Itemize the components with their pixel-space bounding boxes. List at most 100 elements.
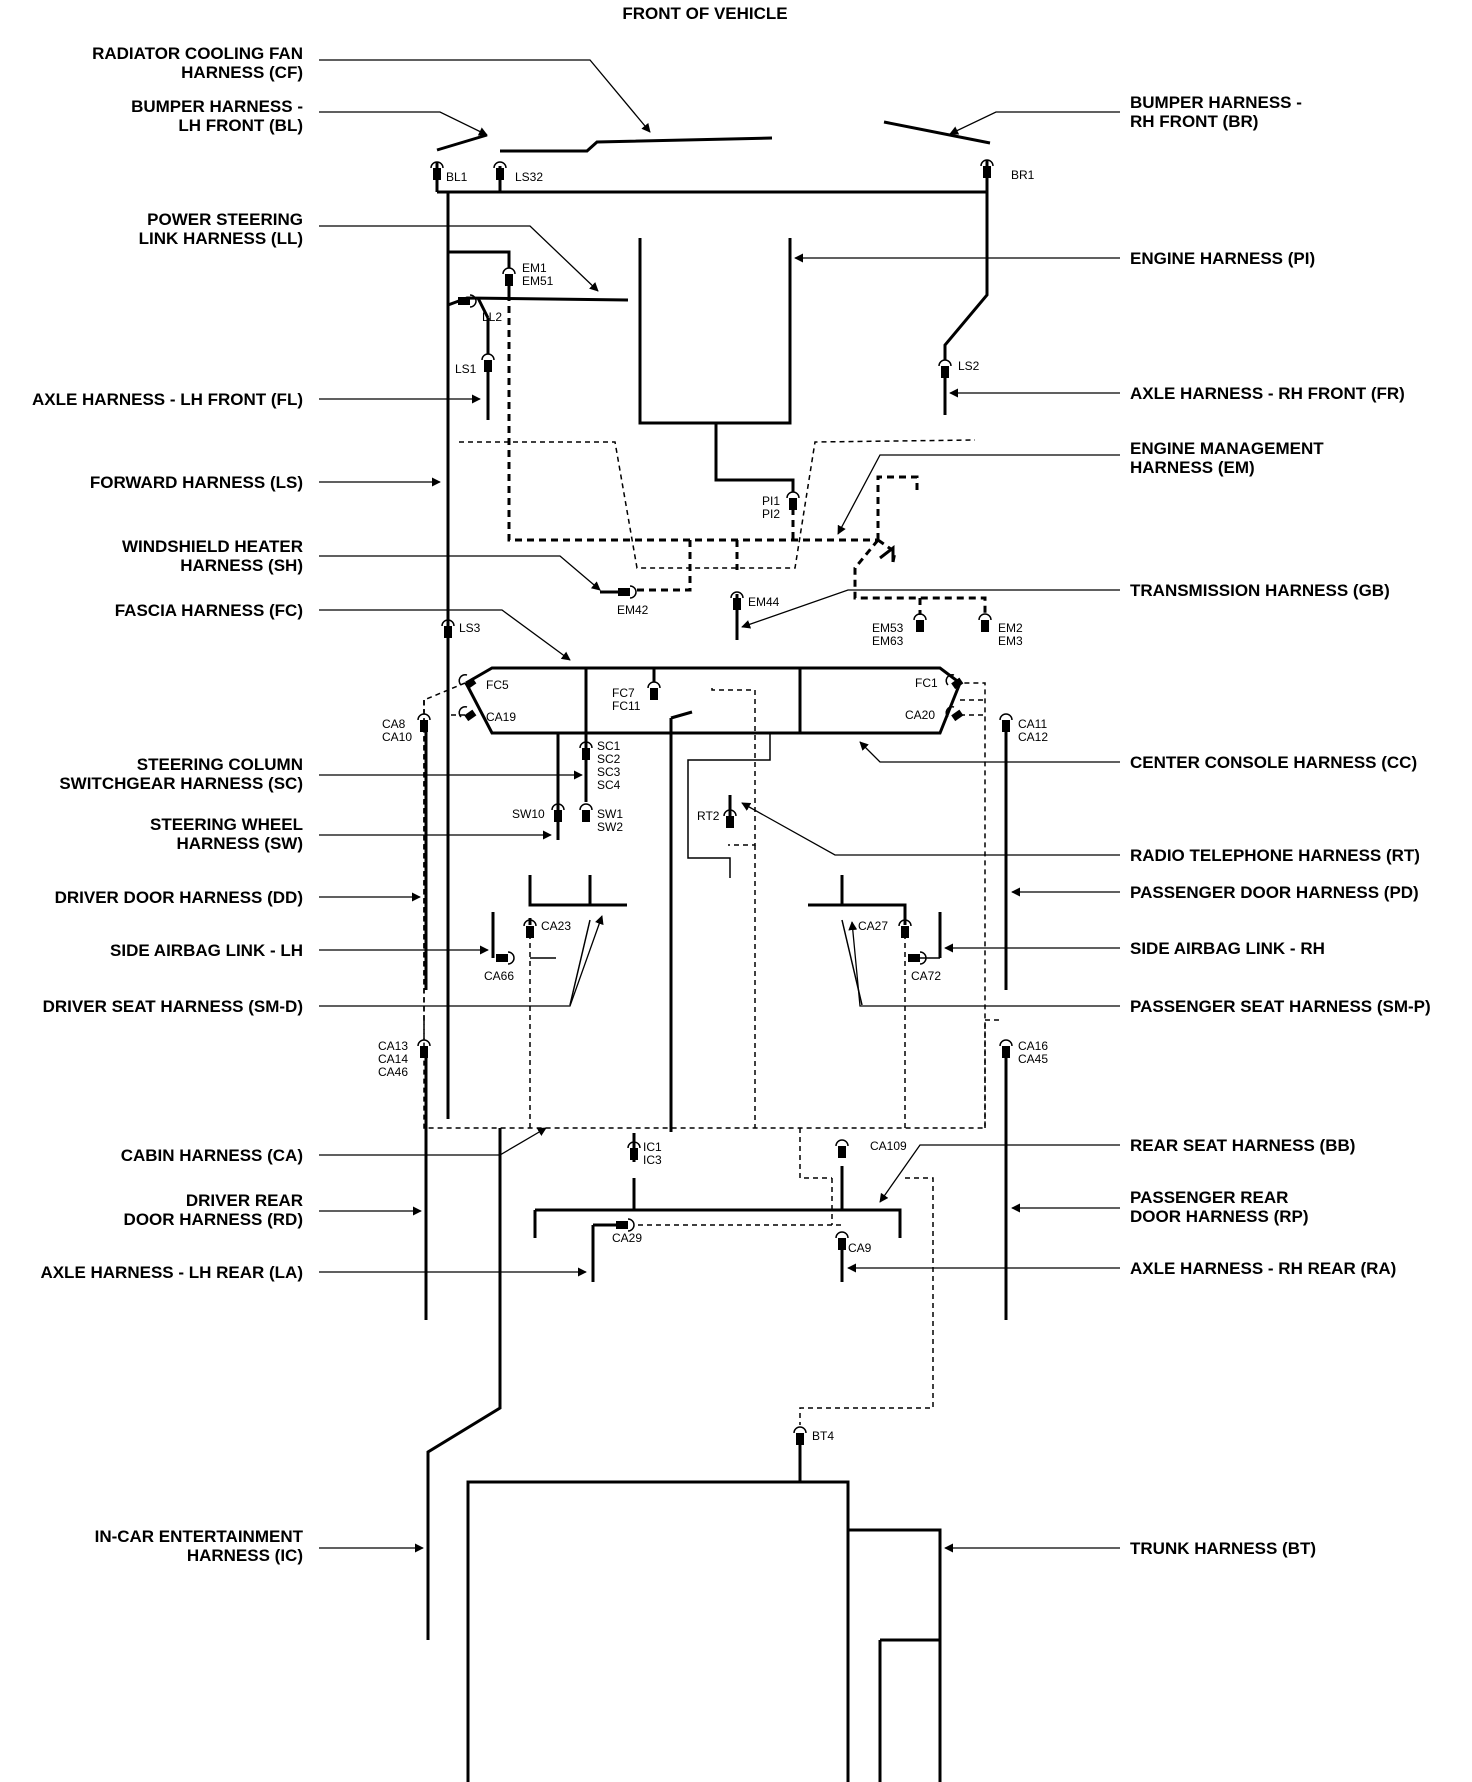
- label-driver-door-harness: DRIVER DOOR HARNESS (DD): [55, 888, 303, 907]
- connector-symbol-sw10: [551, 803, 565, 822]
- connector-symbol-sw1: [579, 803, 593, 822]
- front-of-vehicle-header: FRONT OF VEHICLE: [622, 4, 787, 23]
- connector-em42: EM42: [617, 603, 649, 617]
- connector-fc1: FC1: [915, 676, 938, 690]
- connector-br1: BR1: [1011, 168, 1035, 182]
- connector-symbol-ca16: [999, 1039, 1013, 1058]
- connector-rt2: RT2: [697, 809, 720, 823]
- connector-symbol-ca20: [945, 705, 964, 722]
- connector-symbol-rt2: [723, 809, 737, 828]
- label-side-airbag-link-rh: SIDE AIRBAG LINK - RH: [1130, 939, 1325, 958]
- connector-symbol-em53: [913, 613, 927, 632]
- label-axle-harness-lh-rear: AXLE HARNESS - LH REAR (LA): [40, 1263, 303, 1282]
- connector-symbol-ls2: [938, 359, 952, 378]
- connector-symbol-ca19: [458, 705, 477, 722]
- connector-symbol-ls1: [481, 353, 495, 372]
- label-bumper-harness-rh-front: BUMPER HARNESS -RH FRONT (BR): [1130, 93, 1302, 131]
- label-forward-harness: FORWARD HARNESS (LS): [90, 473, 303, 492]
- label-fascia-harness: FASCIA HARNESS (FC): [115, 601, 303, 620]
- label-cabin-harness: CABIN HARNESS (CA): [121, 1146, 303, 1165]
- connector-symbol-ca66: [496, 951, 515, 965]
- connector-sw10: SW10: [512, 807, 545, 821]
- connector-ls3: LS3: [459, 621, 481, 635]
- connector-bt4: BT4: [812, 1429, 834, 1443]
- connector-ca23: CA23: [541, 919, 571, 933]
- connector-symbol-ll2: [458, 294, 477, 308]
- label-axle-harness-rh-rear: AXLE HARNESS - RH REAR (RA): [1130, 1259, 1396, 1278]
- connector-symbol-ca29: [616, 1218, 635, 1232]
- connector-ca9: CA9: [848, 1241, 872, 1255]
- connector-symbol-em1: [502, 267, 516, 286]
- connector-symbol-fc7: [647, 681, 661, 700]
- connector-symbol-ca72: [908, 951, 927, 965]
- connector-symbol-ca9: [835, 1231, 849, 1250]
- label-driver-seat-harness: DRIVER SEAT HARNESS (SM-D): [43, 997, 303, 1016]
- connector-symbol-ca27: [898, 919, 912, 938]
- connector-symbol-ls32: [493, 161, 507, 180]
- label-trunk-harness: TRUNK HARNESS (BT): [1130, 1539, 1316, 1558]
- label-axle-harness-rh-front: AXLE HARNESS - RH FRONT (FR): [1130, 384, 1405, 403]
- connector-symbol-ca8: [417, 713, 431, 732]
- connector-symbol-em2: [978, 613, 992, 632]
- connector-symbol-ca13: [417, 1039, 431, 1058]
- connector-fc5: FC5: [486, 678, 509, 692]
- connector-ca66: CA66: [484, 969, 514, 983]
- label-side-airbag-link-lh: SIDE AIRBAG LINK - LH: [110, 941, 303, 960]
- harness-wiring: [319, 59, 1120, 1782]
- label-transmission-harness: TRANSMISSION HARNESS (GB): [1130, 581, 1390, 600]
- connector-symbol-br1: [980, 159, 994, 178]
- right-labels: BUMPER HARNESS -RH FRONT (BR) ENGINE HAR…: [1130, 93, 1431, 1558]
- label-rear-seat-harness: REAR SEAT HARNESS (BB): [1130, 1136, 1355, 1155]
- connector-ca72: CA72: [911, 969, 941, 983]
- connector-symbols: [417, 159, 1013, 1445]
- label-passenger-seat-harness: PASSENGER SEAT HARNESS (SM-P): [1130, 997, 1431, 1016]
- connector-symbol-bt4: [793, 1426, 807, 1445]
- label-radio-telephone-harness: RADIO TELEPHONE HARNESS (RT): [1130, 846, 1420, 865]
- connector-symbol-pi1: [786, 491, 800, 510]
- connector-symbol-bl1: [430, 161, 444, 180]
- label-passenger-door-harness: PASSENGER DOOR HARNESS (PD): [1130, 883, 1419, 902]
- connector-symbol-em44: [730, 591, 744, 610]
- label-axle-harness-lh-front: AXLE HARNESS - LH FRONT (FL): [32, 390, 303, 409]
- connector-symbol-ca109: [835, 1139, 849, 1158]
- connector-symbol-ca23: [523, 919, 537, 938]
- connector-symbol-ic1: [627, 1141, 641, 1160]
- connector-ll2: LL2: [482, 310, 502, 324]
- connector-ls32: LS32: [515, 170, 543, 184]
- connector-symbol-fc1: [945, 673, 964, 690]
- connector-symbol-ls3: [441, 619, 455, 638]
- connector-symbol-ca11: [999, 713, 1013, 732]
- connector-symbol-sc1: [579, 741, 593, 760]
- connector-ca19: CA19: [486, 710, 516, 724]
- connector-symbol-fc5: [458, 673, 477, 690]
- connector-ls2: LS2: [958, 359, 980, 373]
- connector-ca20: CA20: [905, 708, 935, 722]
- connector-ca109: CA109: [870, 1139, 907, 1153]
- label-center-console-harness: CENTER CONSOLE HARNESS (CC): [1130, 753, 1417, 772]
- label-engine-harness: ENGINE HARNESS (PI): [1130, 249, 1315, 268]
- connector-symbol-em42: [618, 585, 637, 599]
- connector-bl1: BL1: [446, 170, 468, 184]
- connector-ls1: LS1: [455, 362, 477, 376]
- connector-em44: EM44: [748, 595, 780, 609]
- connector-ca27: CA27: [858, 919, 888, 933]
